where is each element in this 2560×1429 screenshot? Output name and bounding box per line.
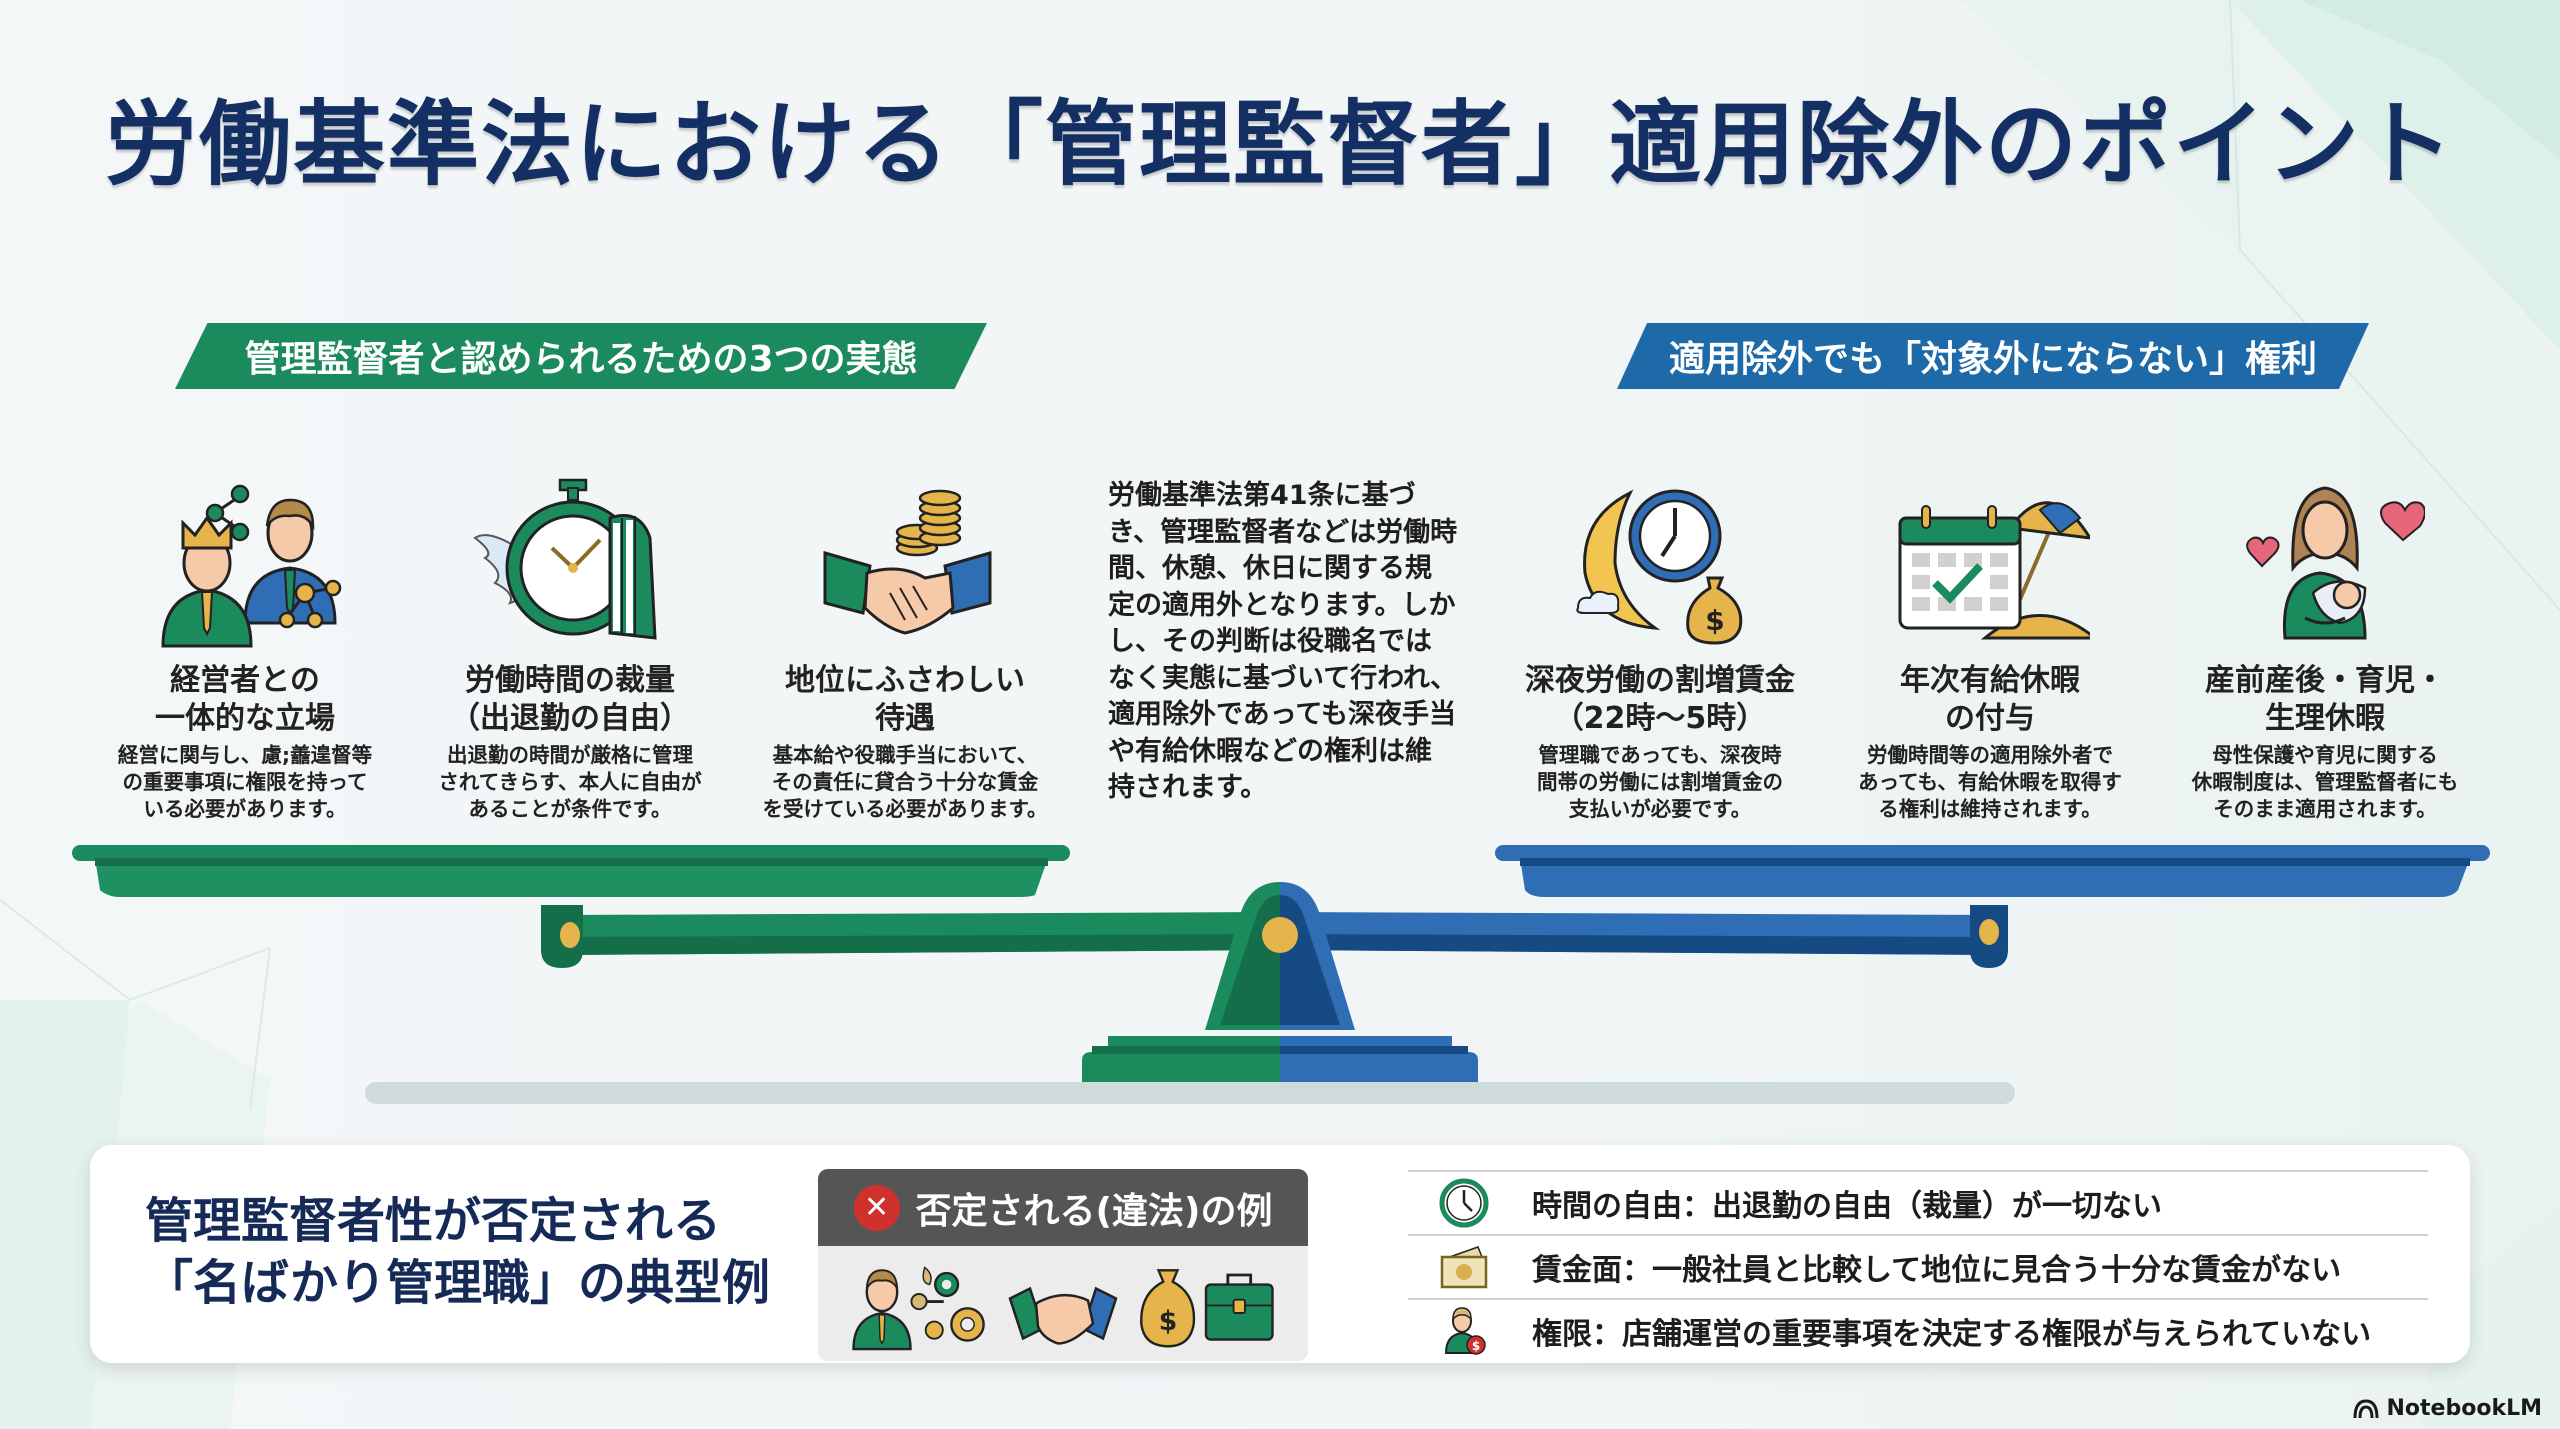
negative-examples-box: ✕ 否定される(違法)の例 — [818, 1169, 1308, 1361]
svg-text:$: $ — [1159, 1306, 1178, 1337]
item-description: 労働時間等の適用除外者で あっても、有給休暇を取得す る権利は維持されます。 — [1858, 743, 2122, 821]
watermark-text: NotebookLM — [2386, 1396, 2542, 1421]
right-section-banner: 適用除外でも「対象外にならない」権利 — [1617, 323, 2369, 389]
manager-gears-key-icon — [851, 1266, 985, 1351]
negative-examples-label: 否定される(違法)の例 — [915, 1190, 1273, 1232]
item-description: 出退勤の時間が厳格に管理 されてきらす、本人に自由が あることが条件です。 — [438, 743, 702, 821]
item-title: 労働時間の裁量 （出退勤の自由） — [450, 663, 690, 736]
item-title: 地位にふさわしい 待遇 — [785, 663, 1025, 736]
item-description: 経営に関与し、慮;譱遑督等 の重要事項に権限を持って いる必要があります。 — [117, 743, 373, 821]
reason-row-wage: 賃金面：一般社員と比較して地位に見合う十分な賃金がない — [1408, 1234, 2428, 1298]
svg-text:$: $ — [1472, 1339, 1480, 1353]
reason-row-authority: $ 権限：店舗運営の重要事項を決定する権限が与えられていない — [1408, 1298, 2428, 1362]
x-circle-icon: ✕ — [853, 1184, 900, 1231]
item-description: 管理職であっても、深夜時 間帯の労働には割増賃金の 支払いが必要です。 — [1537, 743, 1783, 821]
criteria-item-working-hours: 労働時間の裁量 （出退勤の自由） 出退勤の時間が厳格に管理 されてきらす、本人に… — [420, 478, 720, 823]
item-title: 深夜労働の割増賃金 （22時〜5時） — [1525, 663, 1795, 736]
bottom-section-title: 管理監督者性が否定される 「名ばかり管理職」の典型例 — [145, 1193, 770, 1311]
nominal-manager-examples-card: 管理監督者性が否定される 「名ばかり管理職」の典型例 ✕ 否定される(違法)の例 — [90, 1145, 2470, 1363]
reason-text: 時間の自由：出退勤の自由（裁量）が一切ない — [1532, 1189, 2162, 1224]
handshake-icon — [1008, 1286, 1118, 1345]
winged-stopwatch-door-icon — [473, 478, 657, 640]
clock-icon — [1439, 1178, 1489, 1228]
item-description: 基本給や役職手当において、 その責任に貸合う十分な賃金 を受けている必要がありま… — [762, 743, 1048, 821]
notebooklm-logo-icon — [2353, 1398, 2379, 1418]
reason-text: 賃金面：一般社員と比較して地位に見合う十分な賃金がない — [1532, 1253, 2342, 1288]
left-section-banner: 管理監督者と認められるための3つの実態 — [175, 323, 987, 389]
criteria-item-executive-position: 経営者との 一体的な立場 経営に関与し、慮;譱遑督等 の重要事項に権限を持って … — [95, 478, 395, 823]
mother-baby-hearts-icon — [2246, 486, 2425, 640]
reason-row-time-freedom: 時間の自由：出退勤の自由（裁量）が一切ない — [1408, 1170, 2428, 1234]
center-explanation: 労働基準法第41条に基づき、管理監督者などは労働時間、休憩、休日に関する規定の適… — [1108, 480, 1458, 803]
calendar-beach-umbrella-icon — [1898, 501, 2090, 640]
executives-network-icon — [161, 484, 342, 648]
right-item-maternity-leave: 産前産後・育児・ 生理休暇 母性保護や育児に関する 休暇制度は、管理監督者にも … — [2175, 478, 2475, 823]
moneybag-briefcase-icon: $ — [1140, 1269, 1274, 1348]
negative-examples-header: ✕ 否定される(違法)の例 — [818, 1169, 1308, 1246]
item-title: 年次有給休暇 の付与 — [1900, 663, 2080, 736]
item-title: 産前産後・育児・ 生理休暇 — [2205, 663, 2445, 736]
item-title: 経営者との 一体的な立場 — [155, 663, 335, 736]
reason-text: 権限：店舗運営の重要事項を決定する権限が与えられていない — [1532, 1317, 2372, 1352]
right-item-annual-leave: 年次有給休暇 の付与 労働時間等の適用除外者で あっても、有給休暇を取得す る権… — [1840, 478, 2140, 823]
criteria-item-compensation: 地位にふさわしい 待遇 基本給や役職手当において、 その責任に貸合う十分な賃金 … — [755, 478, 1055, 823]
negative-reasons-list: 時間の自由：出退勤の自由（裁量）が一切ない 賃金面：一般社員と比較して地位に見合… — [1408, 1170, 2428, 1362]
page-title: 労働基準法における「管理監督者」適用除外のポイント — [104, 91, 2455, 198]
right-item-night-premium: $ 深夜労働の割増賃金 （22時〜5時） 管理職であっても、深夜時 間帯の労働に… — [1510, 478, 1810, 823]
notebooklm-watermark: NotebookLM — [2353, 1396, 2542, 1421]
person-coin-icon: $ — [1444, 1307, 1486, 1355]
banknote-icon — [1440, 1246, 1488, 1289]
balance-scale-illustration — [72, 845, 2490, 1104]
negative-examples-icons: $ — [818, 1246, 1308, 1361]
item-description: 母性保護や育児に関する 休暇制度は、管理監督者にも そのまま適用されます。 — [2191, 743, 2459, 821]
moon-clock-moneybag-icon: $ — [1576, 489, 1743, 645]
svg-text:$: $ — [1705, 604, 1724, 637]
handshake-coins-icon — [823, 489, 992, 635]
